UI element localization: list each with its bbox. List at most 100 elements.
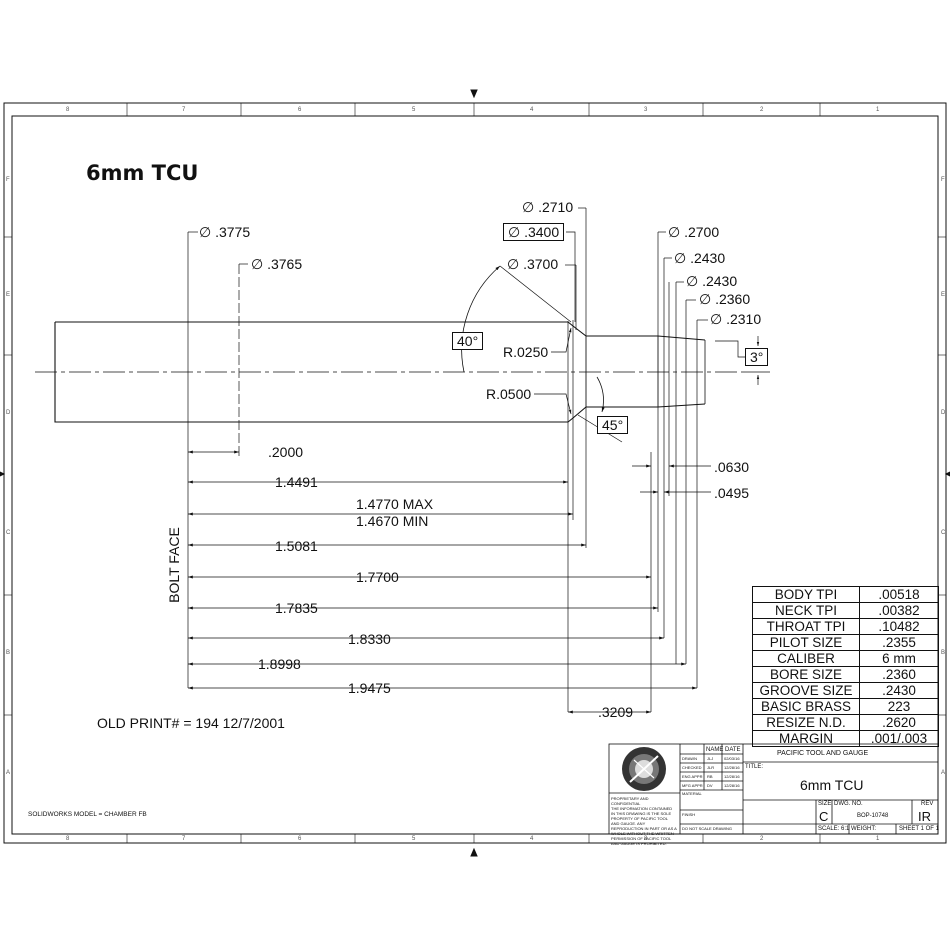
spec-value: .10482 bbox=[859, 618, 939, 635]
length-dimension-min: 1.4670 MIN bbox=[356, 513, 429, 529]
outer-frame bbox=[3, 102, 947, 844]
diameter-callout: ∅ .2710 bbox=[522, 199, 574, 215]
rev-value: IR bbox=[918, 809, 931, 824]
zone-letter: F bbox=[6, 177, 10, 183]
diameter-icon: ∅ bbox=[199, 224, 212, 240]
zone-letter: A bbox=[941, 770, 946, 776]
inner-frame bbox=[11, 115, 939, 835]
zone-letter: D bbox=[6, 410, 11, 416]
signoff-date: 12/28/16 bbox=[724, 783, 740, 788]
zone-number: 8 bbox=[66, 107, 70, 113]
signoff-role: MFG APPR bbox=[682, 783, 703, 788]
zone-letter: E bbox=[941, 292, 946, 298]
company-name: PACIFIC TOOL AND GAUGE bbox=[777, 750, 869, 757]
zone-letter: E bbox=[6, 292, 11, 298]
spec-value: .00382 bbox=[859, 602, 939, 619]
zone-letter: A bbox=[6, 770, 11, 776]
diameter-icon: ∅ bbox=[507, 256, 520, 272]
zone-number: 5 bbox=[412, 107, 416, 113]
zone-letter: F bbox=[941, 177, 945, 183]
size-label: SIZE bbox=[818, 801, 832, 807]
zone-letter: C bbox=[6, 530, 11, 536]
spec-label: GROOVE SIZE bbox=[752, 682, 860, 699]
zone-number: 1 bbox=[876, 107, 880, 113]
length-dimension: .3209 bbox=[598, 704, 634, 720]
length-dimension: 1.8330 bbox=[348, 631, 391, 647]
rev-label: REV bbox=[921, 801, 934, 807]
zone-letter: B bbox=[941, 650, 946, 656]
length-dimension: 1.8998 bbox=[258, 656, 301, 672]
zone-letter: B bbox=[6, 650, 11, 656]
length-dimension: .0495 bbox=[714, 485, 750, 501]
radius-callout: R.0500 bbox=[486, 386, 532, 402]
spec-label: BODY TPI bbox=[752, 586, 860, 603]
length-dimension: 1.7700 bbox=[356, 569, 399, 585]
sheet-label: SHEET 1 OF 1 bbox=[899, 826, 939, 832]
scale-label: SCALE: 6:1 bbox=[818, 826, 850, 832]
name-header: NAME bbox=[706, 747, 724, 753]
solidworks-note: SOLIDWORKS MODEL = CHAMBER FB bbox=[28, 811, 147, 818]
spec-value: .2430 bbox=[859, 682, 939, 699]
signoff-date: 02/03/16 bbox=[724, 756, 740, 761]
spec-value: .00518 bbox=[859, 586, 939, 603]
spec-value: .2360 bbox=[859, 666, 939, 683]
diameter-callout: ∅ .3700 bbox=[507, 256, 559, 272]
zone-letter: C bbox=[941, 530, 946, 536]
signoff-name: JLR bbox=[707, 765, 715, 770]
angle-throat: 45° bbox=[597, 416, 629, 434]
zone-number: 1 bbox=[876, 836, 880, 842]
zone-letter: D bbox=[941, 410, 946, 416]
material-label: MATERIAL bbox=[682, 791, 702, 796]
spec-value: 6 mm bbox=[859, 650, 939, 667]
spec-row: BODY TPI.00518 bbox=[752, 586, 939, 603]
size-value: C bbox=[819, 809, 829, 824]
diameter-icon: ∅ bbox=[699, 291, 712, 307]
zone-number: 4 bbox=[530, 107, 534, 113]
length-dimension: 1.9475 bbox=[348, 680, 391, 696]
zone-number: 5 bbox=[412, 836, 416, 842]
diameter-callout: ∅ .2430 bbox=[674, 250, 726, 266]
zone-number: 7 bbox=[182, 836, 186, 842]
angle-shoulder: 40° bbox=[452, 332, 484, 350]
bolt-face-label: BOLT FACE bbox=[166, 527, 182, 603]
diameter-icon: ∅ bbox=[522, 199, 535, 215]
weight-label: WEIGHT: bbox=[851, 826, 876, 832]
spec-label: MARGIN bbox=[752, 730, 860, 747]
diameter-callout: ∅ .2700 bbox=[668, 224, 720, 240]
signoff-role: CHECKED bbox=[682, 765, 702, 770]
no-scale-note: DO NOT SCALE DRAWING bbox=[682, 826, 733, 831]
dwg-label: DWG. NO. bbox=[834, 801, 863, 807]
zone-number: 2 bbox=[760, 107, 764, 113]
spec-row: GROOVE SIZE.2430 bbox=[752, 682, 939, 699]
spec-value: .2620 bbox=[859, 714, 939, 731]
radius-callout: R.0250 bbox=[503, 344, 549, 360]
angle-taper: 3° bbox=[745, 348, 769, 366]
dwg-number: BOP-10748 bbox=[857, 813, 889, 819]
diameter-callout-basic: ∅ .3400 bbox=[503, 223, 565, 241]
spec-label: PILOT SIZE bbox=[752, 634, 860, 651]
spec-row: BORE SIZE.2360 bbox=[752, 666, 939, 683]
diameter-icon: ∅ bbox=[668, 224, 681, 240]
title-label: TITLE: bbox=[745, 764, 764, 770]
diameter-callout: ∅ .3775 bbox=[199, 224, 251, 240]
spec-label: RESIZE N.D. bbox=[752, 714, 860, 731]
length-dimension: 1.4491 bbox=[275, 474, 318, 490]
signoff-date: 12/28/16 bbox=[724, 765, 740, 770]
diameter-icon: ∅ bbox=[674, 250, 687, 266]
length-dimension: 1.5081 bbox=[275, 538, 318, 554]
spec-label: THROAT TPI bbox=[752, 618, 860, 635]
spec-label: BORE SIZE bbox=[752, 666, 860, 683]
signoff-name: JLJ bbox=[707, 756, 714, 761]
angle-45-arc bbox=[596, 376, 605, 413]
diameter-callout: ∅ .2310 bbox=[710, 311, 762, 327]
angle-40-arc bbox=[461, 265, 501, 373]
zone-number: 3 bbox=[644, 107, 648, 113]
zone-number: 6 bbox=[298, 107, 302, 113]
spec-row: THROAT TPI.10482 bbox=[752, 618, 939, 635]
diameter-icon: ∅ bbox=[251, 256, 264, 272]
signoff-role: DRAWN bbox=[682, 756, 697, 761]
